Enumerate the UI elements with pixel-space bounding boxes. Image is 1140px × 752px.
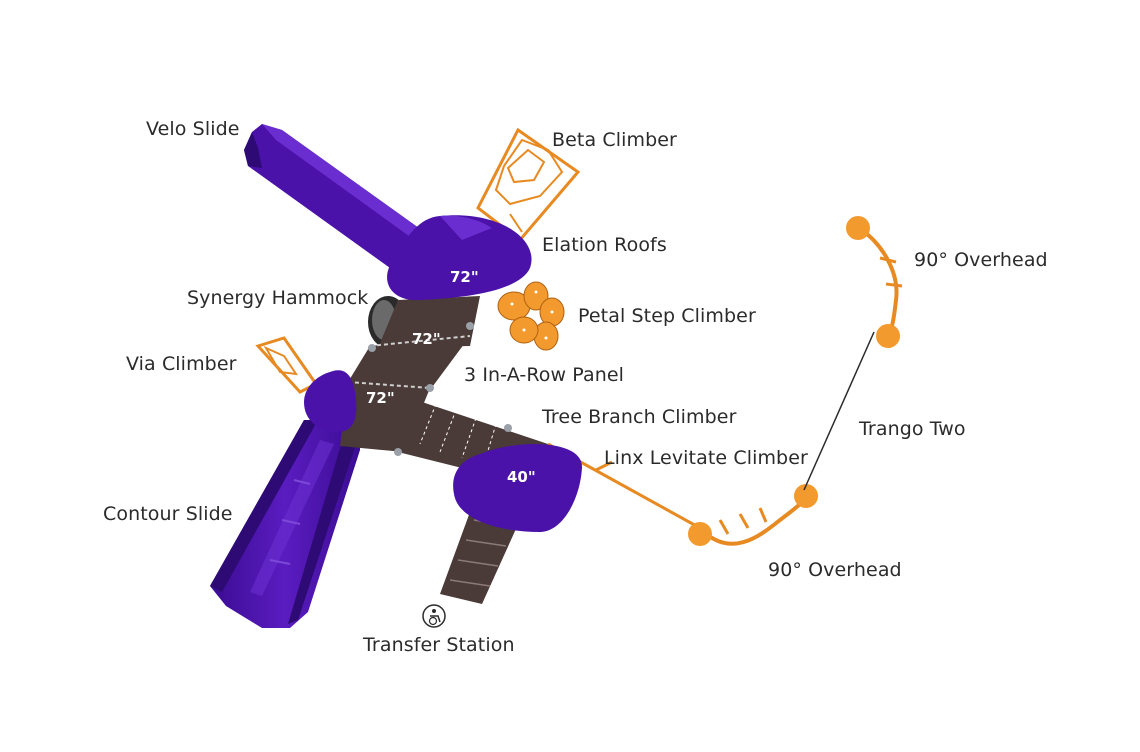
label-contour-slide: Contour Slide [103,503,233,525]
overhead-top [846,216,903,348]
label-trango-two: Trango Two [859,418,966,440]
petal-step-climber [497,281,565,351]
label-beta-climber: Beta Climber [552,129,677,151]
velo-slide [244,124,430,268]
label-petal-step-climber: Petal Step Climber [578,305,756,327]
deck-middle-height: 72" [412,330,441,348]
label-linx-levitate-climber: Linx Levitate Climber [604,447,808,469]
roof-top-height: 72" [450,268,479,286]
overhead-bottom [688,484,818,546]
label-transfer-station: Transfer Station [363,634,515,656]
elation-roof-top [387,215,532,301]
label-overhead-bottom: 90° Overhead [768,559,902,581]
contour-slide [210,420,360,628]
label-velo-slide: Velo Slide [146,118,240,140]
label-via-climber: Via Climber [126,353,237,375]
label-overhead-top: 90° Overhead [914,249,1048,271]
via-climber [255,336,319,394]
trango-two [803,331,875,491]
label-three-in-a-row-panel: 3 In-A-Row Panel [464,364,625,386]
deck-lower-height: 72" [366,389,395,407]
elation-roof-left [304,370,357,432]
label-synergy-hammock: Synergy Hammock [187,287,369,309]
roof-right-height: 40" [507,468,536,486]
label-elation-roofs: Elation Roofs [542,234,667,256]
deck-structure [340,296,548,604]
label-tree-branch-climber: Tree Branch Climber [542,406,737,428]
elation-roof-right [453,443,583,532]
wheelchair-accessible-icon [422,604,446,628]
